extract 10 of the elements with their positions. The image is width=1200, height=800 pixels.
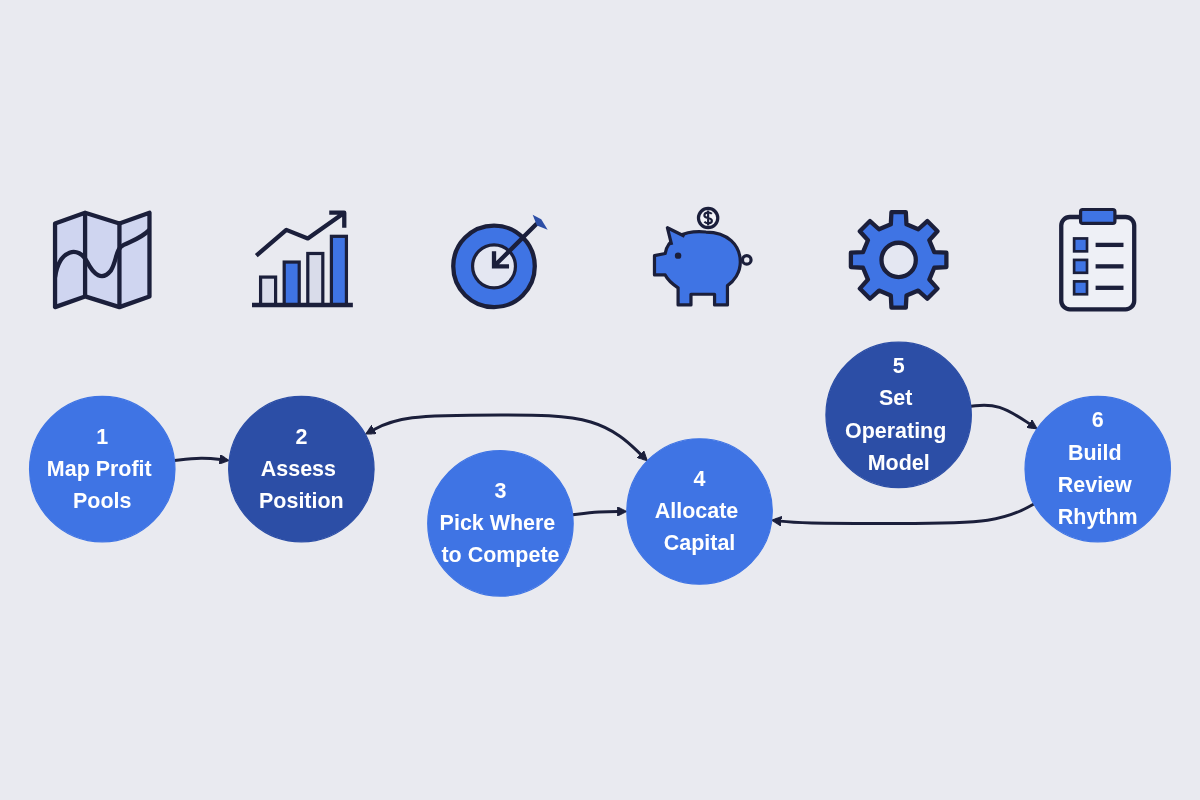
node-circle: 6 Build Review Rhythm <box>1024 395 1172 543</box>
arrow <box>970 403 1038 430</box>
arrow <box>174 454 230 465</box>
node-circle: 1 Map Profit Pools <box>28 395 176 543</box>
node-circle: 5 Set Operating Model <box>825 341 972 489</box>
node-circle: 2 Assess Position <box>228 395 375 543</box>
node-circle: 3 Pick Where to Compete <box>427 450 574 597</box>
arrow <box>365 413 648 462</box>
node-circle: 4 Allocate Capital <box>626 438 773 585</box>
arrow <box>771 502 1035 527</box>
